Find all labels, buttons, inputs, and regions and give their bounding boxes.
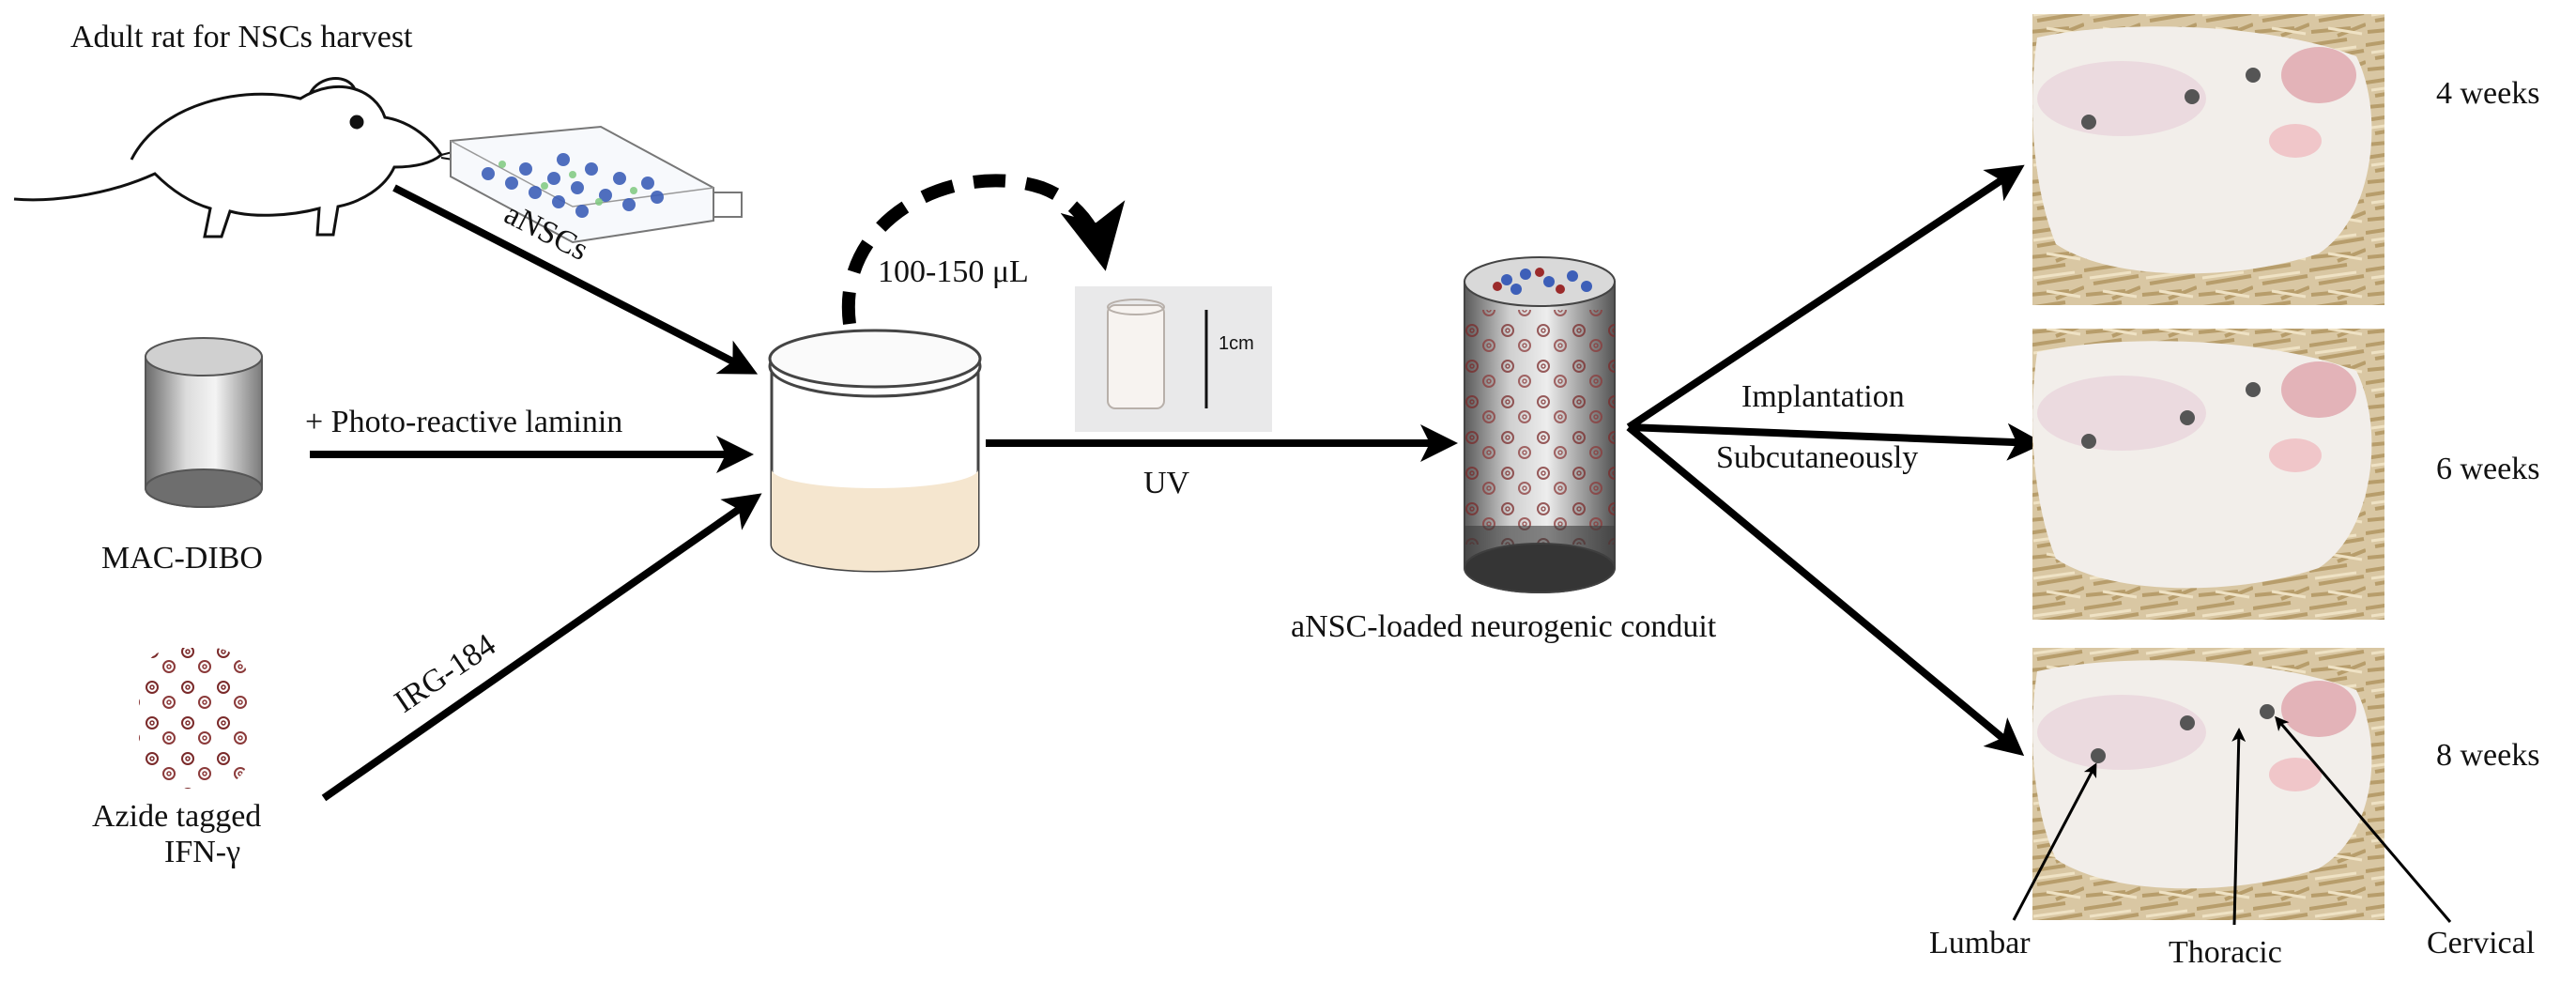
volume-label: 100-150 μL <box>878 254 1029 289</box>
pointer-lumbar <box>2012 762 2097 921</box>
arrow-to-6-weeks <box>1628 422 2045 461</box>
irg-label: IRG-184 <box>389 627 502 719</box>
photo-4-weeks <box>2032 14 2384 305</box>
pointer-cervical <box>2275 715 2452 923</box>
conduit-label: aNSC-loaded neurogenic conduit <box>1291 609 1717 644</box>
mixing-container <box>768 329 982 573</box>
arrow-to-8-weeks <box>1626 423 2025 757</box>
mac-dibo-cylinder <box>145 337 263 508</box>
photo-6-weeks <box>2032 329 2384 620</box>
arrow-to-4-weeks <box>1626 164 2025 431</box>
photo-8-weeks <box>2032 648 2384 920</box>
thoracic-label: Thoracic <box>2169 935 2282 970</box>
azide-label-line1: Azide tagged <box>92 799 261 834</box>
rat-illustration <box>13 77 466 238</box>
uv-label: UV <box>1143 466 1190 500</box>
cervical-label: Cervical <box>2427 926 2535 960</box>
arrow-irg-to-container <box>321 493 762 802</box>
subcutaneously-label: Subcutaneously <box>1716 440 1918 475</box>
cell-flask-illustration <box>450 125 743 244</box>
mac-dibo-label: MAC-DIBO <box>101 541 263 576</box>
week4-label: 4 weeks <box>2436 76 2539 111</box>
rat-label: Adult rat for NSCs harvest <box>70 20 413 54</box>
neurogenic-conduit <box>1464 256 1616 593</box>
dashed-transfer-arrow <box>841 174 1126 325</box>
lumbar-label: Lumbar <box>1929 926 2031 960</box>
ifn-gamma-swirls <box>139 648 250 789</box>
azide-label-line2: IFN-γ <box>164 835 240 869</box>
week8-label: 8 weeks <box>2436 738 2539 773</box>
implantation-label: Implantation <box>1741 379 1905 414</box>
scale-label: 1cm <box>1219 333 1254 354</box>
laminin-label: + Photo-reactive laminin <box>305 405 622 439</box>
mold-tube-photo <box>1075 286 1272 432</box>
arrow-ansc-to-container <box>392 184 759 375</box>
pointer-thoracic <box>2231 728 2246 926</box>
week6-label: 6 weeks <box>2436 452 2539 486</box>
